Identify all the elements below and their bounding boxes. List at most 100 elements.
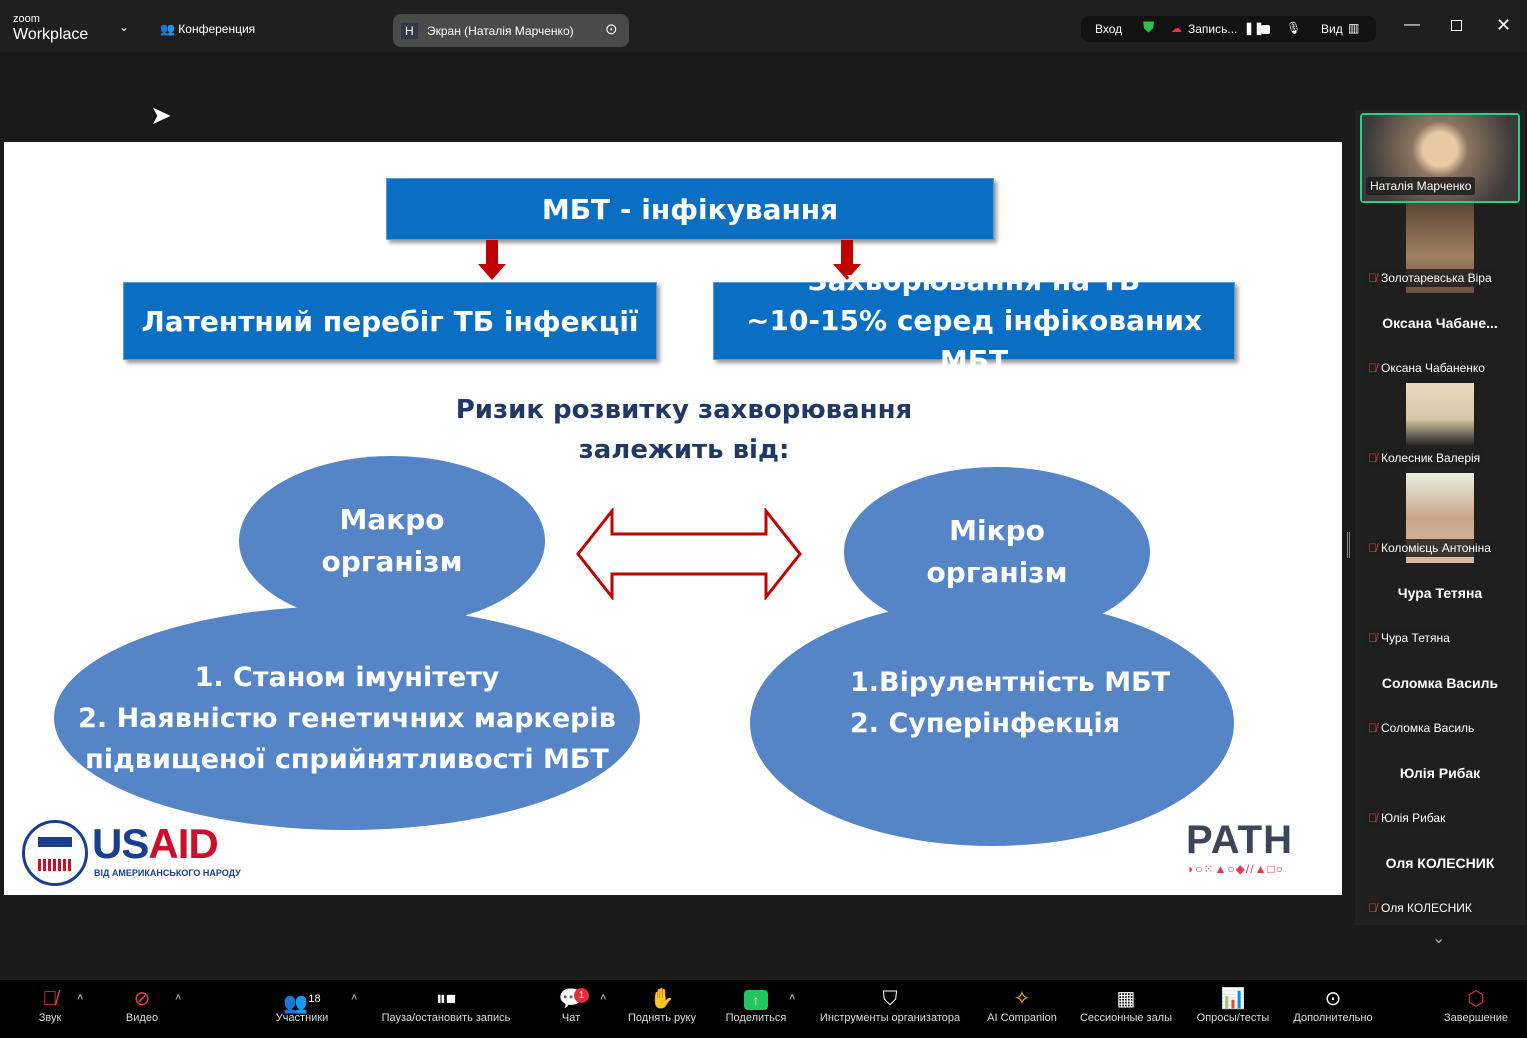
hand-icon: ✋	[649, 988, 675, 1010]
usaid-seal	[22, 820, 88, 886]
participant-tile[interactable]: Наталія Марченко	[1360, 113, 1520, 203]
host-tools-label: Инструменты организатора	[819, 1012, 961, 1024]
polls-label: Опросы/тесты	[1196, 1012, 1270, 1024]
raise-hand-button[interactable]: ✋ Поднять руку	[622, 986, 702, 1024]
double-arrow-icon	[576, 508, 802, 600]
participant-tile[interactable]: 🎙̸Золотаревська Віра	[1360, 203, 1520, 293]
mic-muted-icon: 🎙̸	[1368, 361, 1377, 375]
participant-display-name: Юлія Рибак	[1399, 765, 1481, 781]
participants-icon: 👥18	[283, 992, 321, 1015]
micro-factor: 1.Вірулентність МБТ	[850, 667, 1171, 698]
chat-options-caret[interactable]: ˄	[600, 992, 607, 1004]
audio-options-caret[interactable]: ˄	[77, 992, 84, 1004]
bar-chart-icon: 📊	[1220, 988, 1246, 1010]
mic-icon[interactable]: 🎙	[1286, 21, 1302, 35]
participant-name: 🎙̸Колесник Валерія	[1364, 449, 1485, 467]
usaid-logo: USAID	[92, 820, 219, 867]
macro-factor: 1. Станом імунітету	[194, 661, 500, 693]
share-button[interactable]: ↑Поделиться	[720, 986, 792, 1024]
share-options-caret[interactable]: ˄	[789, 992, 796, 1004]
disease-box: Захворювання на ТБ ~10-15% серед інфіков…	[713, 264, 1235, 377]
disease-line1: Захворювання на ТБ	[807, 264, 1141, 297]
breakout-rooms-button[interactable]: ▦ Сессионные залы	[1074, 986, 1178, 1024]
video-button[interactable]: ⊘Видео	[118, 986, 166, 1024]
more-icon: ⊙	[1324, 988, 1342, 1010]
audio-label: Звук	[38, 1012, 62, 1024]
shield-check-icon[interactable]: ⛊	[1143, 19, 1155, 36]
panel-resize-handle[interactable]	[1347, 532, 1350, 558]
audio-button[interactable]: 🎙̸Звук	[30, 986, 70, 1024]
path-logo: PATH	[1186, 818, 1293, 862]
ai-companion-button[interactable]: ✧AI Companion	[982, 986, 1062, 1024]
breakout-label: Сессионные залы	[1079, 1012, 1173, 1024]
more-options-icon[interactable]: ⊙	[605, 21, 618, 38]
macro-factor: 2. Наявністю генетичних маркерів	[78, 702, 616, 734]
participant-name: 🎙̸Коломієць Антоніна	[1364, 539, 1495, 557]
participant-tile[interactable]: Юлія Рибак🎙̸Юлія Рибак	[1360, 743, 1520, 833]
mic-muted-icon: 🎙̸	[1368, 631, 1377, 645]
participants-options-caret[interactable]: ˄	[351, 992, 358, 1004]
disease-line2: ~10-15% серед інфікованих МБТ	[746, 304, 1202, 377]
status-pill: Вход ⛊ ☁ Запись... ❚❚ 🎙 Вид ▥	[1081, 16, 1376, 42]
participant-tile[interactable]: Оксана Чабане...🎙̸Оксана Чабаненко	[1360, 293, 1520, 383]
mouse-cursor-icon: ➤	[150, 100, 172, 130]
mic-muted-icon: 🎙̸	[1368, 451, 1377, 465]
stop-icon[interactable]	[1261, 25, 1270, 34]
heading-line2: залежить від:	[578, 435, 790, 465]
participant-tile[interactable]: 🎙̸Коломієць Антоніна	[1360, 473, 1520, 563]
participant-name: Наталія Марченко	[1366, 177, 1476, 195]
view-button[interactable]: Вид	[1321, 22, 1343, 36]
macro-line2: організм	[321, 545, 463, 578]
close-button[interactable]: ✕	[1496, 15, 1512, 35]
participant-tile[interactable]: Чура Тетяна🎙̸Чура Тетяна	[1360, 563, 1520, 653]
mic-muted-icon: 🎙̸	[1368, 271, 1377, 285]
polls-button[interactable]: 📊 Опросы/тесты	[1190, 986, 1276, 1024]
people-icon: 👥	[160, 22, 175, 36]
record-control-button[interactable]: ⏸⏹Пауза/остановить запись	[372, 986, 520, 1024]
participants-label: Участники	[275, 1012, 329, 1024]
raise-hand-label: Поднять руку	[628, 1012, 696, 1024]
share-label: Поделиться	[725, 1012, 787, 1024]
minimize-button[interactable]: —	[1404, 16, 1420, 33]
screen-tab-label: Экран (Наталія Марченко)	[427, 24, 574, 38]
heading-line1: Ризик розвитку захворювання	[455, 395, 913, 425]
mic-muted-icon: 🎙̸	[1368, 721, 1377, 735]
host-tools-button[interactable]: ⛉Инструменты организатора	[810, 986, 970, 1024]
chevron-down-icon[interactable]: ⌄	[119, 20, 130, 34]
view-icon: ▥	[1348, 21, 1360, 35]
participant-tile[interactable]: Оля КОЛЕСНИК🎙̸Оля КОЛЕСНИК	[1360, 833, 1520, 923]
signin-button[interactable]: Вход	[1095, 22, 1123, 36]
participant-name: 🎙̸Золотаревська Віра	[1364, 269, 1496, 287]
participant-tile[interactable]: Соломка Василь🎙̸Соломка Василь	[1360, 653, 1520, 743]
participant-display-name: Чура Тетяна	[1397, 585, 1483, 601]
micro-line1: Мікро	[949, 514, 1045, 547]
sparkle-icon: ✧	[1013, 988, 1031, 1010]
arrow-down-left	[478, 240, 506, 280]
screen-share-tab[interactable]: Н Экран (Наталія Марченко) ⊙	[393, 14, 629, 47]
participant-tile[interactable]: 🎙̸Колесник Валерія	[1360, 383, 1520, 473]
scroll-down-chevron-icon[interactable]: ⌄	[1432, 930, 1446, 947]
mic-muted-icon: 🎙̸	[1368, 901, 1377, 915]
arrow-down-right	[833, 240, 861, 280]
mic-muted-icon: 🎙̸	[1368, 541, 1377, 555]
video-off-icon: ⊘	[133, 988, 151, 1010]
latent-box: Латентний перебіг ТБ інфекції	[123, 282, 657, 360]
macro-ellipse: Макро організм	[239, 456, 545, 626]
maximize-button[interactable]	[1451, 20, 1462, 31]
presenter-initial: Н	[401, 23, 418, 39]
usaid-tagline: ВІД АМЕРИКАНСЬКОГО НАРОДУ	[94, 868, 241, 878]
pause-icon[interactable]: ❚❚	[1244, 21, 1265, 35]
video-options-caret[interactable]: ˄	[175, 992, 182, 1004]
cloud-record-icon: ☁	[1171, 23, 1182, 35]
macro-line1: Макро	[339, 503, 445, 536]
more-button[interactable]: ⊙ Дополнительно	[1286, 986, 1380, 1024]
participants-count: 18	[308, 993, 321, 1005]
recording-status: Запись...	[1188, 22, 1238, 36]
meeting-menu[interactable]: 👥 Конференция	[160, 22, 255, 36]
end-button[interactable]: ⬡Завершение	[1438, 986, 1514, 1024]
grid-icon: ▦	[1116, 988, 1136, 1010]
participant-display-name: Оля КОЛЕСНИК	[1385, 855, 1495, 871]
more-label: Дополнительно	[1293, 1012, 1373, 1024]
